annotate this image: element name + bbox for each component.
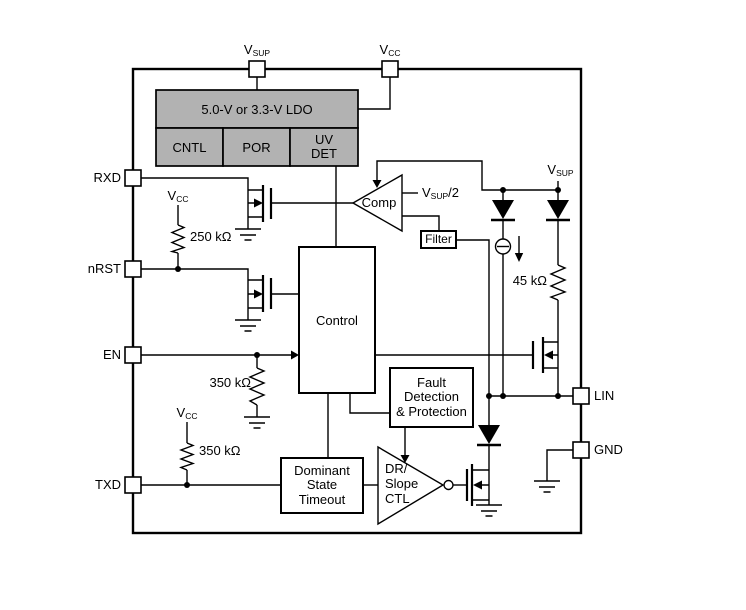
filter-label: Filter <box>425 232 452 246</box>
ldo-label: 5.0-V or 3.3-V LDO <box>201 101 313 117</box>
lin-pin-label: LIN <box>594 388 615 403</box>
gnd-wire <box>534 449 573 493</box>
vsup-rail-label: VSUP <box>547 162 574 179</box>
ldo-block <box>155 89 359 167</box>
vsup-half-label: VSUP/2 <box>422 185 459 202</box>
vsup-pin <box>248 60 266 78</box>
por-label: POR <box>242 139 271 155</box>
txd-pin-label: TXD <box>95 477 121 492</box>
nrst-mosfet <box>141 268 299 332</box>
lin-node <box>486 393 573 399</box>
rxd-pin <box>124 169 142 187</box>
comp-label: Comp <box>361 195 397 210</box>
txd-pin <box>124 476 142 494</box>
en-pin-label: EN <box>102 347 121 362</box>
nrst-pin <box>124 260 142 278</box>
vcc-pin-label: VCC <box>379 42 401 59</box>
comparator <box>351 173 440 233</box>
nrst-pullup-resistor <box>169 205 186 272</box>
vcc-txd-pullup-label: VCC <box>176 405 198 422</box>
r250k-label: 250 kΩ <box>190 229 232 244</box>
control-wires <box>327 354 533 458</box>
supply-wires <box>256 77 391 110</box>
rxd-mosfet <box>141 177 353 241</box>
highside-mosfet <box>531 337 559 396</box>
cntl-label: CNTL <box>172 139 207 155</box>
control-label: Control <box>316 312 358 328</box>
vcc-pin <box>381 60 399 78</box>
termination-diode-resistor <box>546 190 570 342</box>
nrst-pin-label: nRST <box>87 261 121 276</box>
rxd-pin-label: RXD <box>93 170 121 185</box>
control-block <box>298 246 376 394</box>
dominant-timeout-block <box>280 457 364 514</box>
vcc-nrst-pullup-label: VCC <box>167 188 189 205</box>
vsup-pin-label: VSUP <box>243 42 271 59</box>
slope-control-buffer <box>363 445 467 526</box>
en-wire <box>141 350 299 429</box>
r350k-en-label: 350 kΩ <box>209 375 251 390</box>
lin-pin <box>572 387 590 405</box>
filter-block <box>420 230 457 249</box>
r45k-label: 45 kΩ <box>512 273 547 288</box>
en-pin <box>124 346 142 364</box>
lowside-driver <box>465 396 502 517</box>
filter-output-wire <box>456 239 490 396</box>
chip-outline <box>131 67 583 535</box>
txd-wire <box>141 422 281 488</box>
gnd-pin-label: GND <box>594 442 623 457</box>
clamp-diode-current-source <box>491 190 524 396</box>
gnd-pin <box>572 441 590 459</box>
fault-block <box>389 367 474 428</box>
pin-squares <box>124 60 590 494</box>
r350k-txd-label: 350 kΩ <box>199 443 241 458</box>
fault-to-slope-arrow <box>400 427 410 463</box>
